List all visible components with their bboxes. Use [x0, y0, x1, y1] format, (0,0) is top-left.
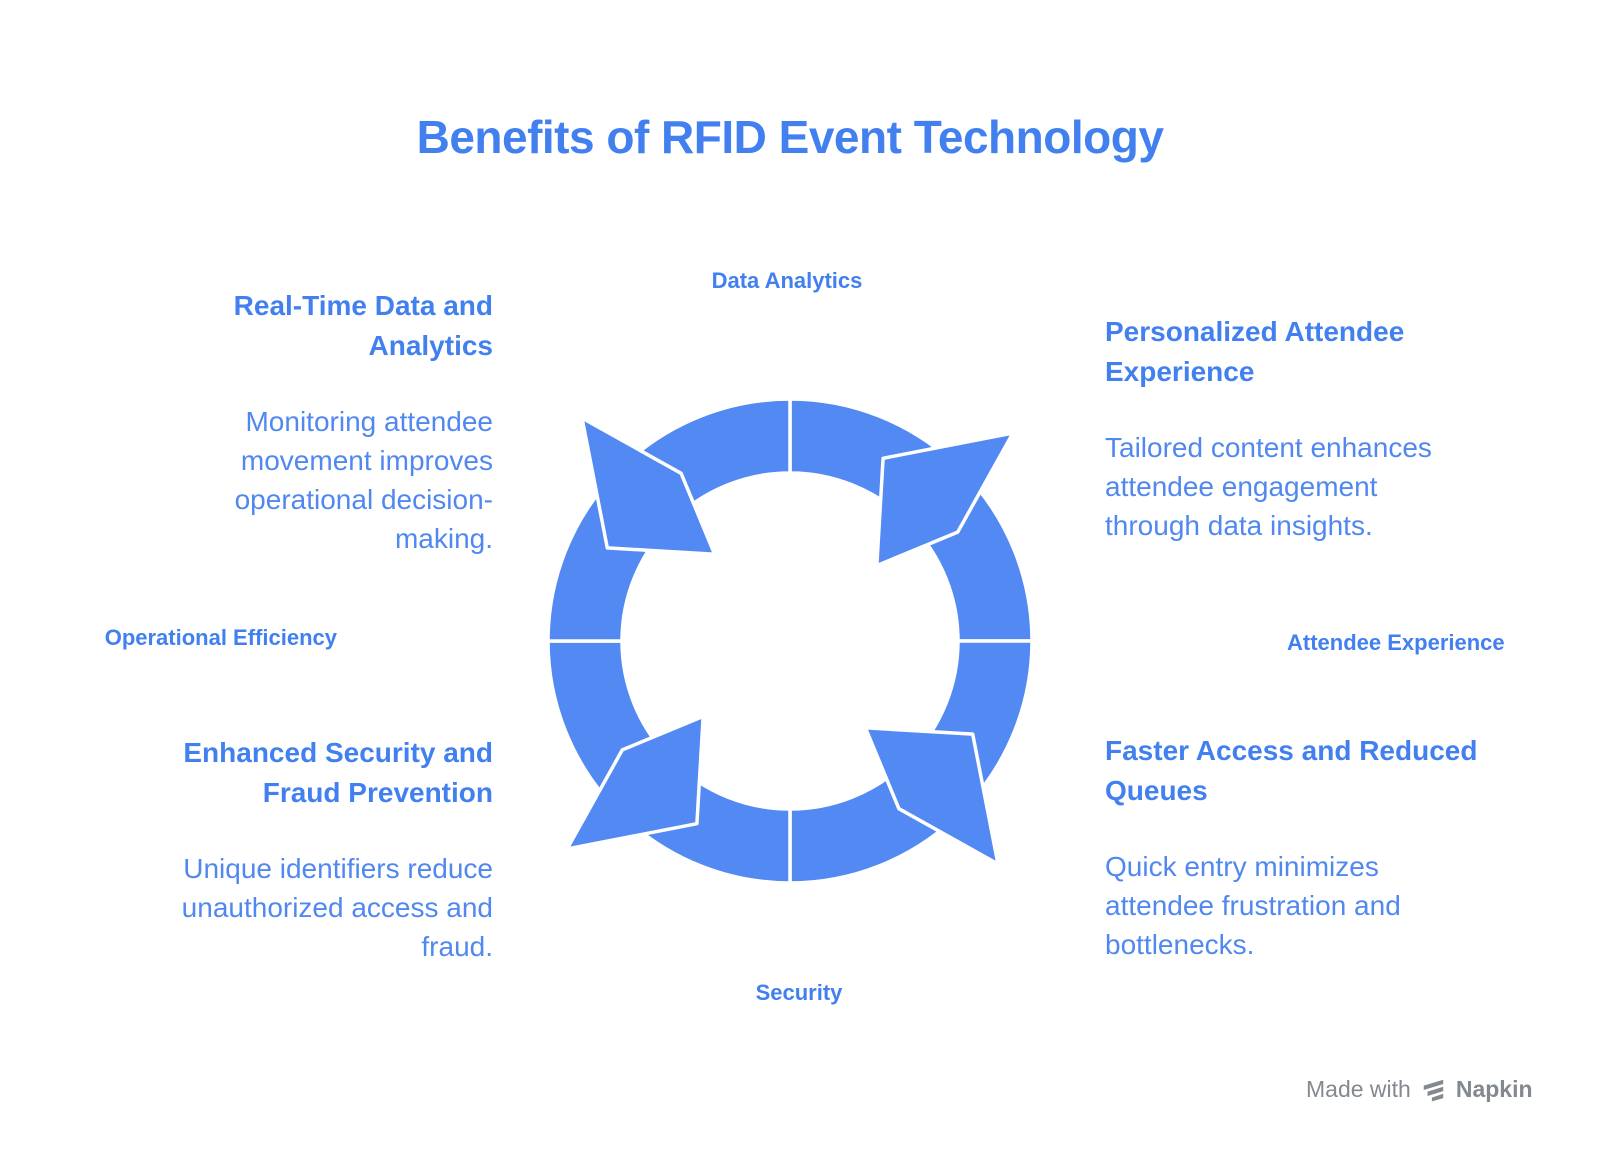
page-title: Benefits of RFID Event Technology — [416, 111, 1164, 163]
section-body: Monitoring attendee movement improves op… — [234, 406, 493, 554]
section-heading: Faster Access and Reduced Queues — [1105, 735, 1478, 806]
section-enhanced-security: Enhanced Security and Fraud Prevention U… — [113, 733, 493, 966]
cycle-label-security: Security — [755, 980, 843, 1005]
section-body: Unique identifiers reduce unauthorized a… — [181, 853, 493, 962]
cycle-diagram — [546, 397, 1034, 885]
cycle-arrowhead-se-icon — [863, 726, 1000, 866]
napkin-logo-icon — [1423, 1079, 1444, 1101]
watermark-prefix: Made with — [1306, 1076, 1411, 1102]
section-heading: Real-Time Data and Analytics — [233, 290, 493, 361]
section-body: Quick entry minimizes attendee frustrati… — [1105, 851, 1401, 960]
watermark-brand: Napkin — [1455, 1076, 1533, 1102]
section-heading: Personalized Attendee Experience — [1105, 316, 1405, 387]
section-faster-access: Faster Access and Reduced Queues Quick e… — [1105, 731, 1525, 964]
cycle-arrowhead-nw-icon — [580, 416, 717, 556]
section-body: Tailored content enhances attendee engag… — [1105, 432, 1432, 541]
cycle-arrowhead-ne-icon — [875, 431, 1015, 568]
cycle-arrowhead-sw-icon — [565, 714, 705, 851]
section-real-time-data: Real-Time Data and Analytics Monitoring … — [123, 286, 493, 558]
cycle-label-operational-efficiency: Operational Efficiency — [104, 625, 337, 650]
section-heading: Enhanced Security and Fraud Prevention — [183, 737, 493, 808]
section-personalized-experience: Personalized Attendee Experience Tailore… — [1105, 312, 1525, 545]
cycle-label-data-analytics: Data Analytics — [711, 268, 863, 293]
cycle-label-attendee-experience: Attendee Experience — [1287, 630, 1505, 655]
napkin-watermark-link[interactable]: Made with Napkin — [1306, 1076, 1533, 1103]
